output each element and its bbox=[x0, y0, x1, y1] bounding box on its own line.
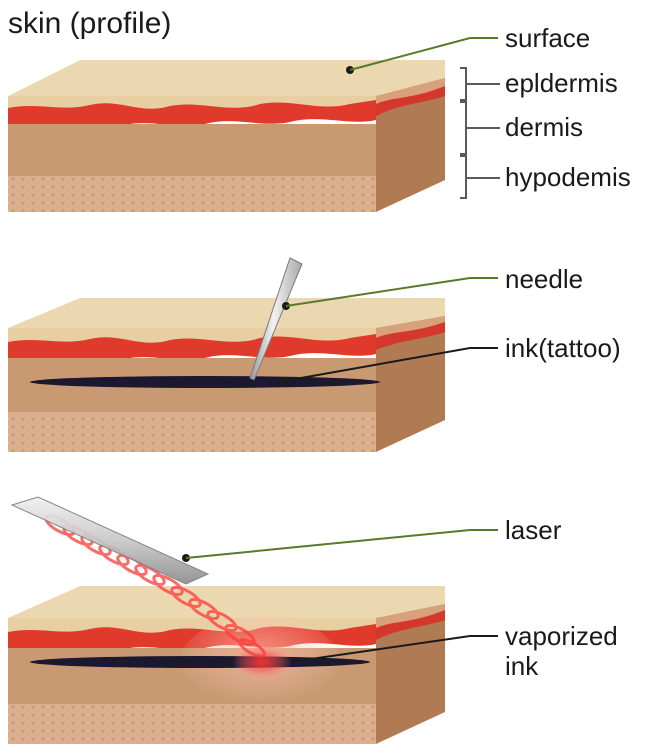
panel-skin-layers: surface epldermis dermis hypodemis bbox=[8, 23, 631, 212]
label-vaporized-ink: ink bbox=[505, 651, 539, 681]
skin-top-face bbox=[8, 60, 445, 96]
bracket-hypodermis bbox=[460, 156, 500, 198]
diagram-title: skin (profile) bbox=[8, 7, 171, 40]
label-surface: surface bbox=[505, 23, 590, 53]
dermis-layer bbox=[8, 124, 376, 178]
skin-top-face bbox=[8, 586, 445, 618]
label-needle: needle bbox=[505, 264, 583, 294]
label-vaporized: vaporized bbox=[505, 621, 618, 651]
tattoo-ink-deposit bbox=[30, 376, 380, 388]
label-laser: laser bbox=[505, 515, 562, 545]
panel-tattoo-needle: needle ink(tattoo) bbox=[8, 258, 621, 452]
skin-top-face bbox=[8, 298, 445, 328]
label-hypodermis: hypodemis bbox=[505, 162, 631, 192]
label-ink-tattoo: ink(tattoo) bbox=[505, 333, 621, 363]
bracket-dermis bbox=[460, 102, 500, 154]
laser-emitter-icon bbox=[12, 497, 208, 584]
label-dermis: dermis bbox=[505, 112, 583, 142]
panel-laser-removal: laser vaporized ink bbox=[8, 497, 618, 744]
label-epidermis: epldermis bbox=[505, 68, 618, 98]
bracket-epidermis bbox=[460, 68, 500, 100]
laser-leader-line bbox=[186, 530, 498, 558]
